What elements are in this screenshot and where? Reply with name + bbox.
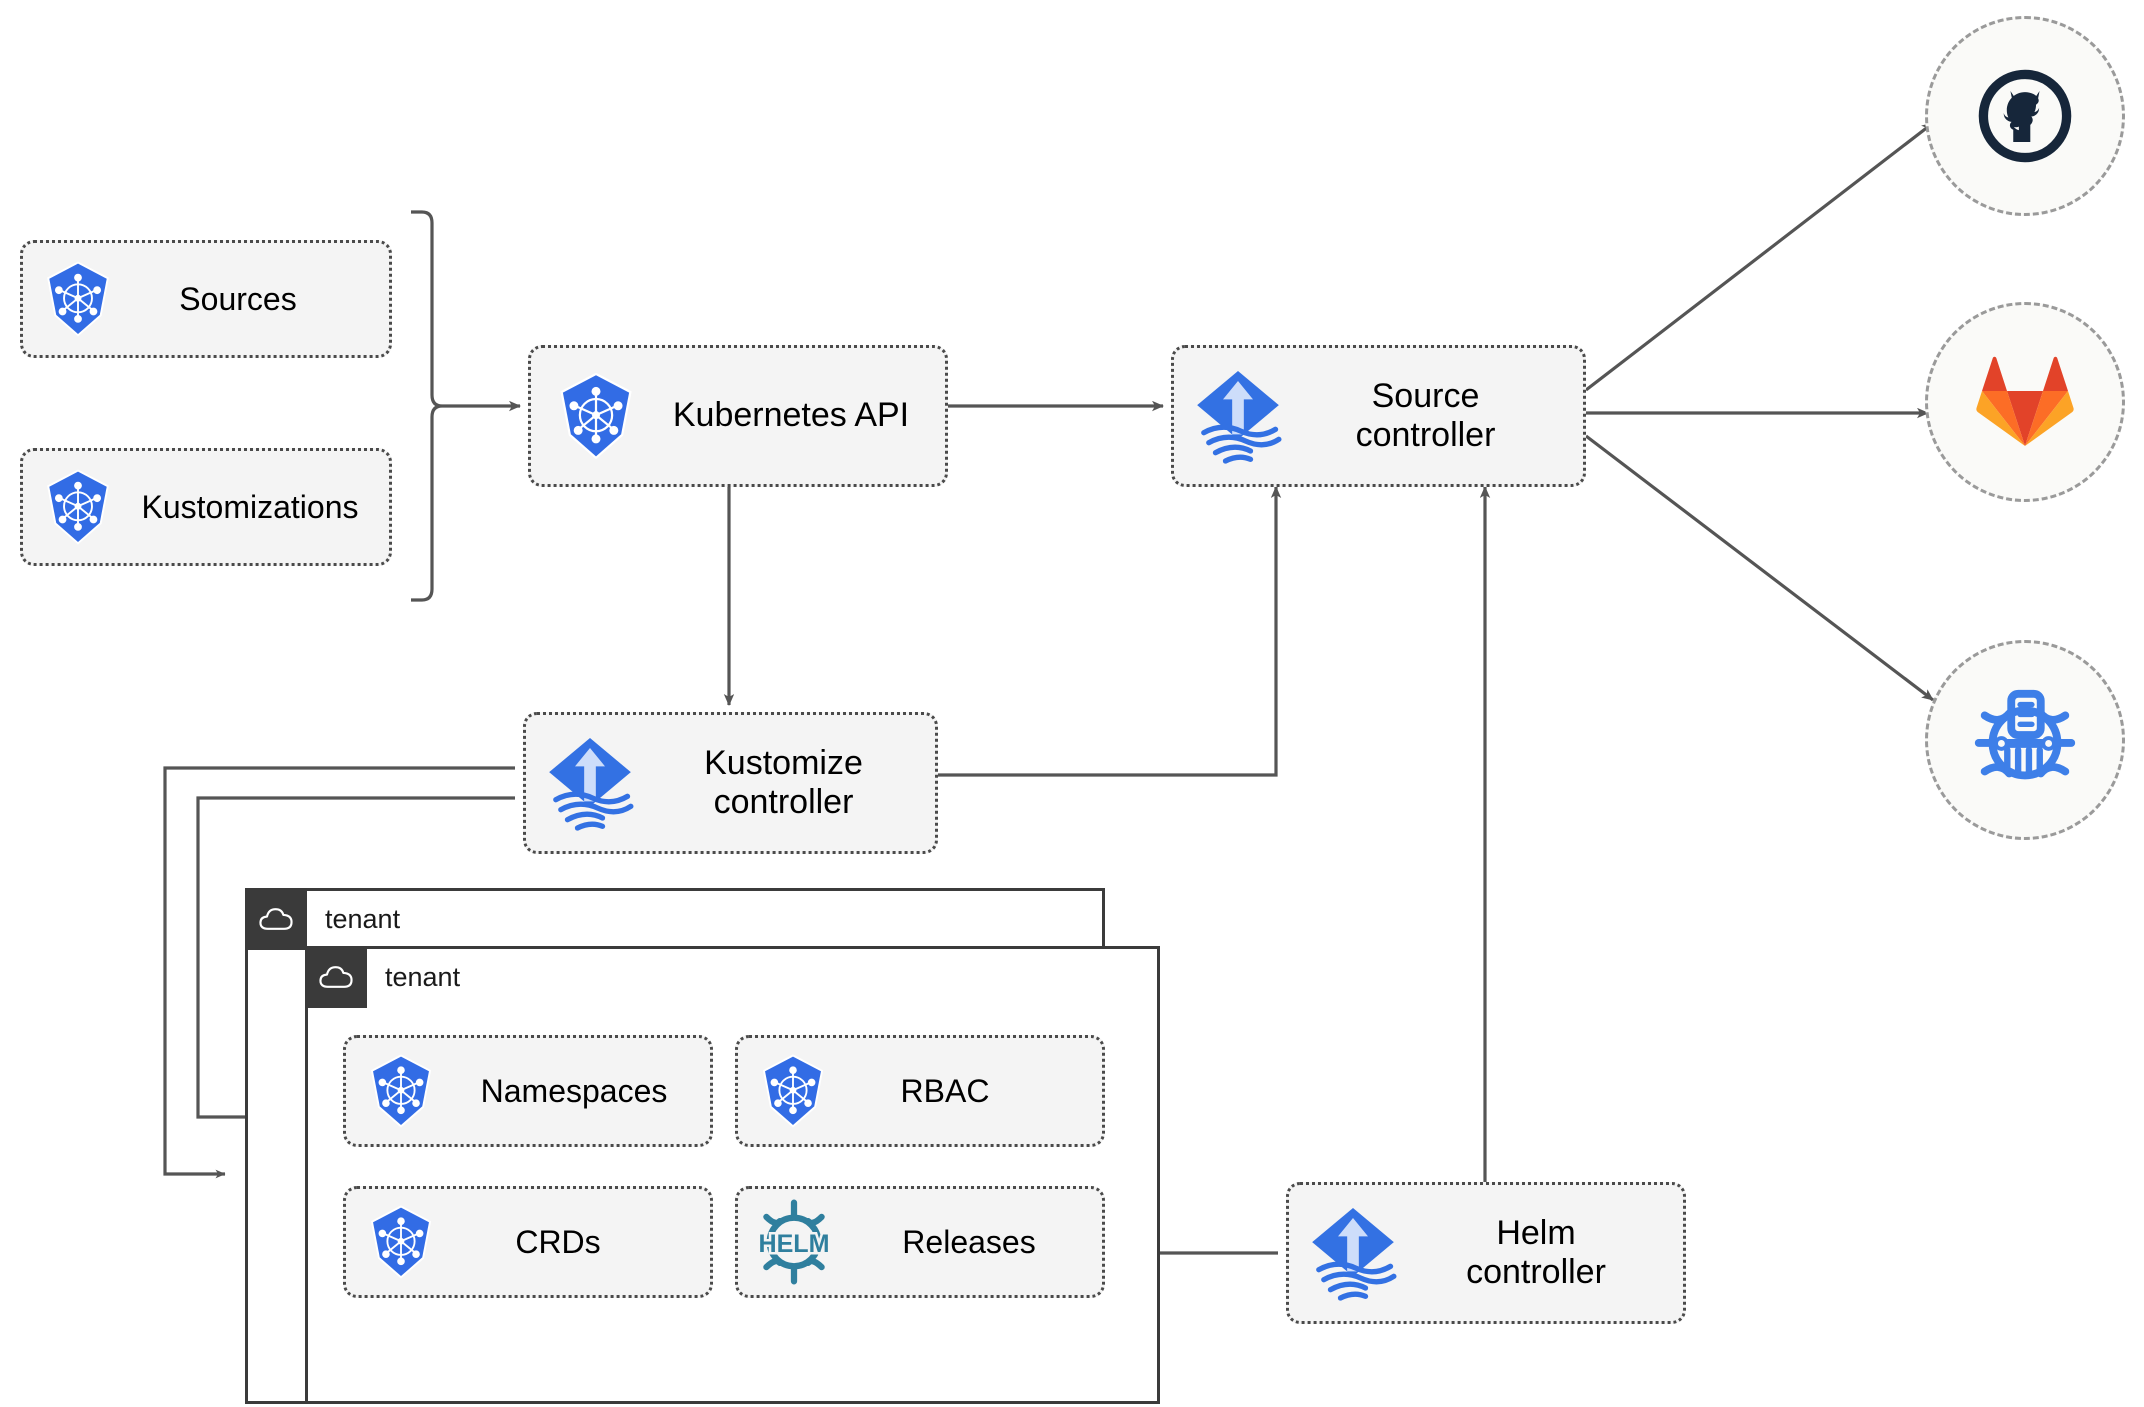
edge-kustomize-source bbox=[937, 486, 1282, 777]
edge-source-github bbox=[1585, 121, 1934, 392]
inputs-bracket bbox=[411, 210, 443, 602]
node-label: Kustomize controller bbox=[704, 743, 863, 821]
flux-icon bbox=[1289, 1182, 1417, 1324]
node-label: Kubernetes API bbox=[672, 396, 910, 435]
resource-box-releases[interactable]: HELM Releases bbox=[735, 1186, 1105, 1298]
tenant-header: tenant bbox=[305, 946, 460, 1008]
node-kustomize-controller[interactable]: Kustomize controller bbox=[523, 712, 938, 854]
provider-github[interactable] bbox=[1925, 16, 2125, 216]
provider-gitlab[interactable] bbox=[1925, 302, 2125, 502]
resource-box-crds[interactable]: CRDs bbox=[343, 1186, 713, 1298]
svg-text:HELM: HELM bbox=[758, 1230, 829, 1258]
tenant-header: tenant bbox=[245, 888, 400, 950]
helm-repository-icon bbox=[1974, 689, 2076, 780]
resource-box-namespaces[interactable]: Namespaces bbox=[343, 1035, 713, 1147]
kubernetes-icon bbox=[346, 1035, 456, 1147]
cloud-icon bbox=[305, 946, 367, 1008]
edge-source-bucket bbox=[1585, 434, 1934, 702]
resource-label: Kustomizations bbox=[141, 488, 359, 525]
node-label: Helm controller bbox=[1466, 1213, 1606, 1291]
tenant-label: tenant bbox=[385, 961, 461, 992]
kubernetes-icon bbox=[346, 1186, 456, 1298]
tenant-container-front[interactable]: tenant bbox=[305, 946, 1160, 1404]
resource-label: Sources bbox=[179, 280, 297, 317]
provider-helm-repository[interactable] bbox=[1925, 640, 2125, 840]
resource-box-rbac[interactable]: RBAC bbox=[735, 1035, 1105, 1147]
gitlab-icon bbox=[1976, 356, 2074, 446]
github-icon bbox=[1978, 69, 2072, 163]
tenant-label: tenant bbox=[325, 903, 401, 934]
kubernetes-icon bbox=[23, 448, 133, 566]
resource-box-kustomizations[interactable]: Kustomizations bbox=[20, 448, 392, 566]
node-source-controller[interactable]: Source controller bbox=[1171, 345, 1586, 487]
resource-label: CRDs bbox=[515, 1223, 601, 1260]
flux-icon bbox=[526, 712, 654, 854]
resource-label: Namespaces bbox=[480, 1072, 668, 1109]
cloud-icon bbox=[245, 888, 307, 950]
node-label: Source controller bbox=[1355, 376, 1496, 454]
resource-label: RBAC bbox=[900, 1072, 990, 1109]
node-helm-controller[interactable]: Helm controller bbox=[1286, 1182, 1686, 1324]
kubernetes-icon bbox=[738, 1035, 848, 1147]
resource-label: Releases bbox=[902, 1223, 1036, 1260]
helm-icon: HELM bbox=[738, 1186, 850, 1298]
flux-icon bbox=[1174, 345, 1302, 487]
kubernetes-icon bbox=[531, 345, 661, 487]
kubernetes-icon bbox=[23, 240, 133, 358]
resource-box-sources[interactable]: Sources bbox=[20, 240, 392, 358]
node-kubernetes-api[interactable]: Kubernetes API bbox=[528, 345, 948, 487]
